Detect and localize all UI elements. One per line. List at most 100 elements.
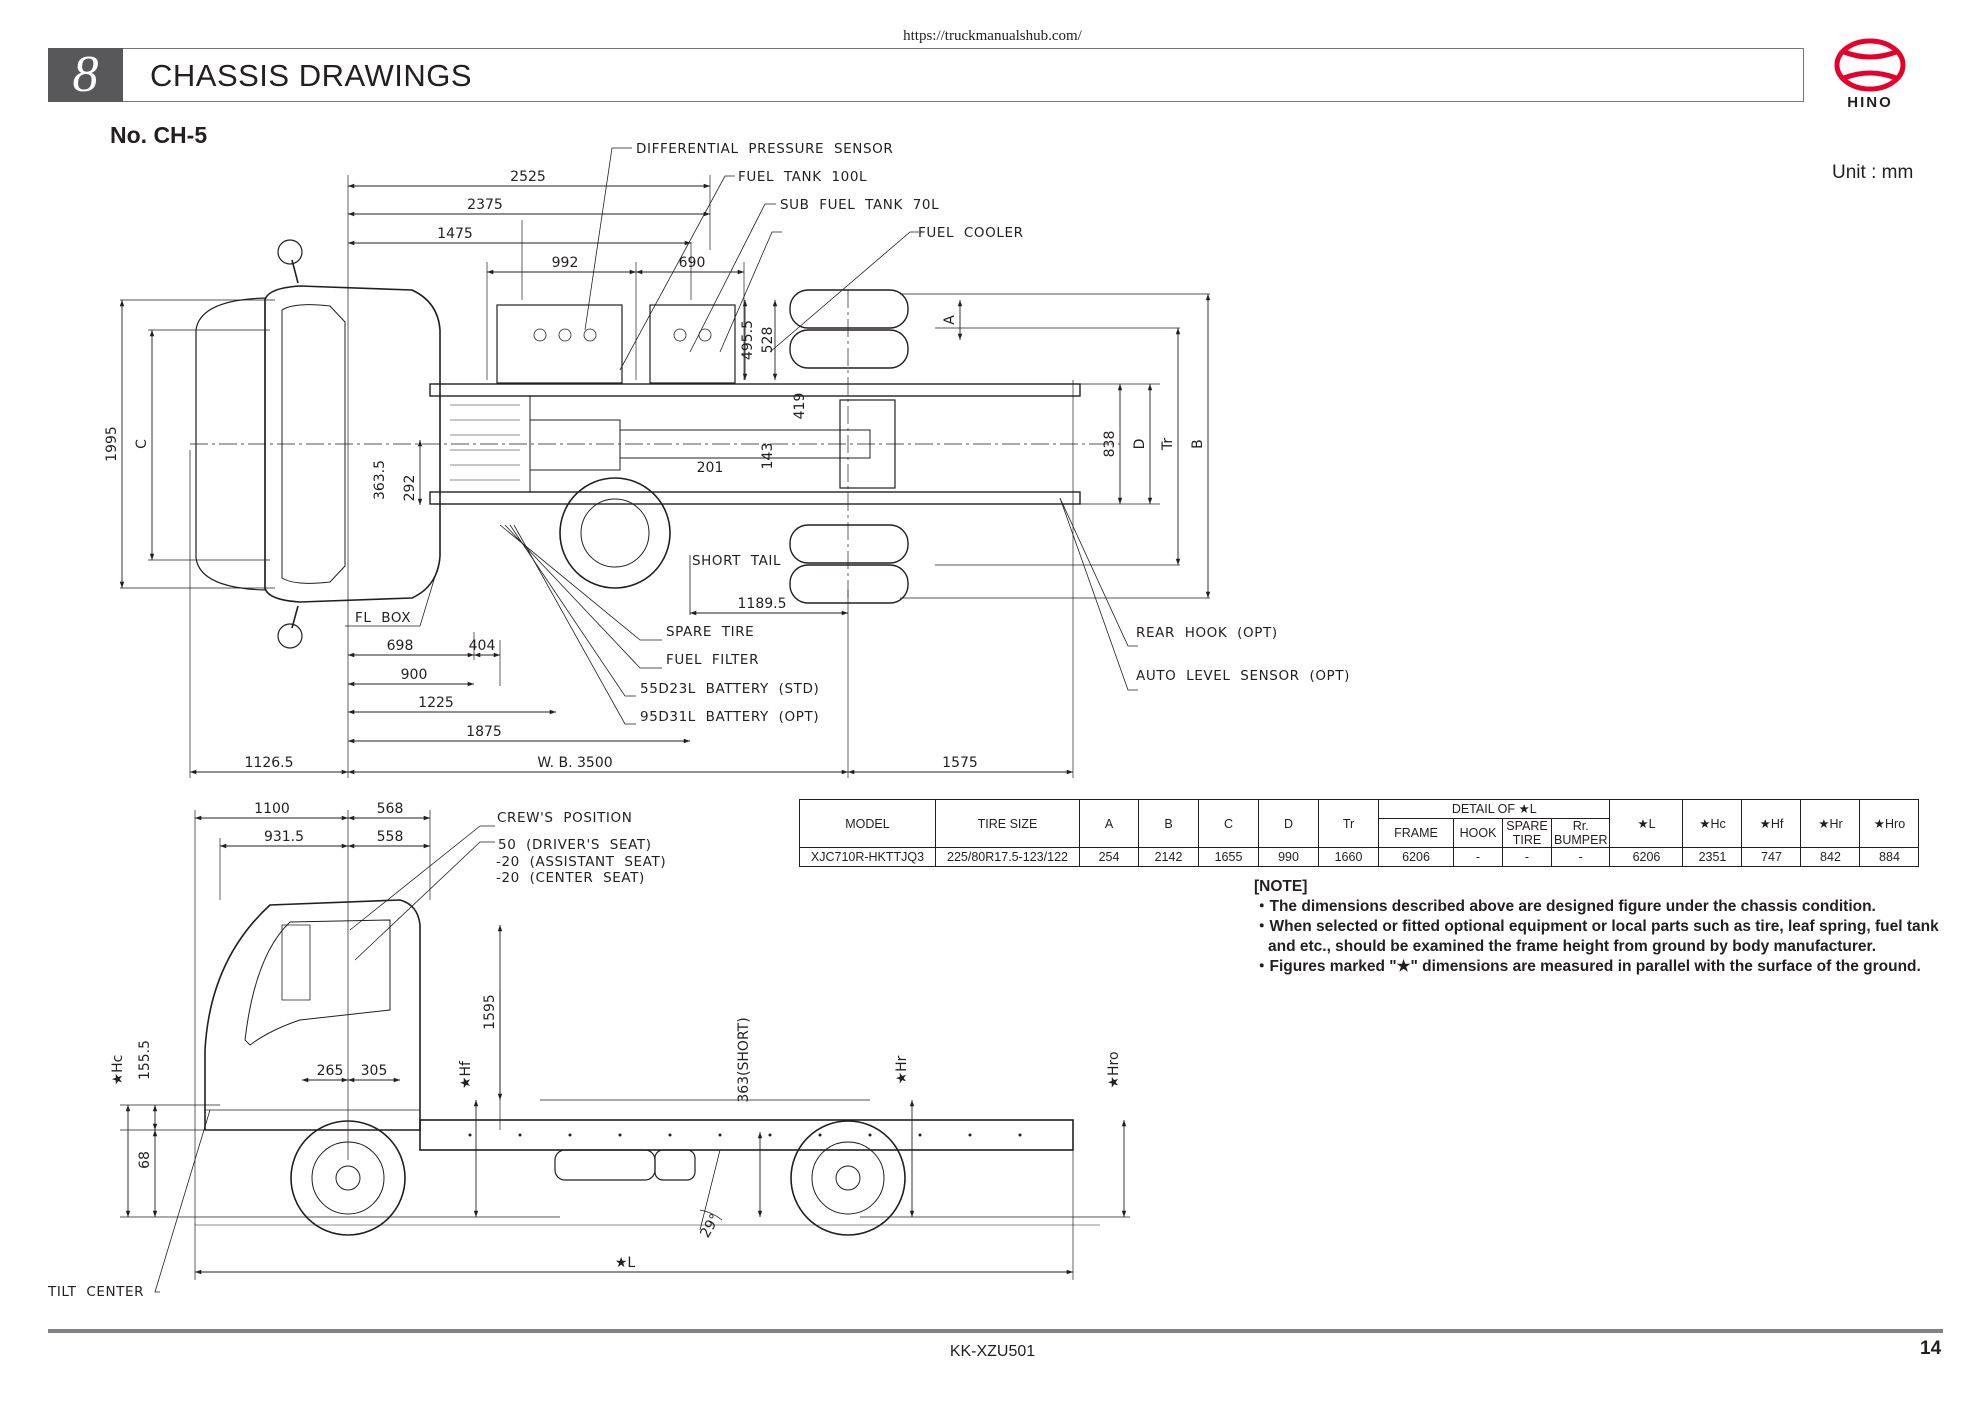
cell-l: 6206 xyxy=(1609,847,1684,867)
dim-568: 568 xyxy=(377,801,404,817)
th-spare-tire: SPARE TIRE xyxy=(1502,818,1552,848)
logo-text: HINO xyxy=(1847,94,1893,110)
dim-495-5: 495.5 xyxy=(740,320,756,360)
dim-Hr: ★Hr xyxy=(894,1055,910,1084)
th-l: ★L xyxy=(1609,799,1684,848)
callout-spare-tire: SPARE TIRE xyxy=(666,624,754,640)
cell-d: 990 xyxy=(1258,847,1319,867)
dim-143: 143 xyxy=(760,443,776,470)
dim-1126-5: 1126.5 xyxy=(245,755,294,771)
cell-model: XJC710R-HKTTJQ3 xyxy=(799,847,936,867)
dim-Tr: Tr xyxy=(1160,438,1176,451)
th-frame: FRAME xyxy=(1378,818,1454,848)
footer-rule xyxy=(48,1329,1943,1333)
dim-900: 900 xyxy=(401,667,428,683)
dim-528: 528 xyxy=(760,327,776,354)
dim-558: 558 xyxy=(377,829,404,845)
dim-305: 305 xyxy=(361,1063,388,1079)
dim-363-short: 363(SHORT) xyxy=(736,1017,752,1102)
callout-fuel-filter: FUEL FILTER xyxy=(666,652,759,668)
callout-battery-std: 55D23L BATTERY (STD) xyxy=(640,681,819,697)
plan-view xyxy=(119,147,1211,778)
drawing-number: No. CH-5 xyxy=(110,122,208,148)
dim-Hro: ★Hro xyxy=(1106,1051,1122,1088)
dim-2375: 2375 xyxy=(467,197,503,213)
dim-C: C xyxy=(134,439,150,449)
cell-a: 254 xyxy=(1079,847,1139,867)
dim-1475: 1475 xyxy=(437,226,473,242)
callout-tilt-center: TILT CENTER xyxy=(47,1284,144,1300)
callout-fuel-tank: FUEL TANK 100L xyxy=(738,169,867,185)
th-hook: HOOK xyxy=(1453,818,1503,848)
cell-hc: 2351 xyxy=(1682,847,1743,867)
dim-Hf: ★Hf xyxy=(458,1060,474,1089)
callout-diff-pressure-sensor: DIFFERENTIAL PRESSURE SENSOR xyxy=(636,141,893,157)
dim-2525: 2525 xyxy=(510,169,546,185)
dim-698: 698 xyxy=(387,638,414,654)
dim-838: 838 xyxy=(1102,431,1118,458)
dim-L: ★L xyxy=(615,1255,636,1271)
th-tire-size: TIRE SIZE xyxy=(935,799,1080,848)
dim-690: 690 xyxy=(679,255,706,271)
dim-Hc: ★Hc xyxy=(110,1055,126,1086)
chapter-title: CHASSIS DRAWINGS xyxy=(150,58,473,93)
dim-155-5: 155.5 xyxy=(137,1040,153,1080)
spec-table: MODEL TIRE SIZE A B C D Tr DETAIL OF ★L … xyxy=(799,799,1920,867)
dim-A: A xyxy=(942,315,958,325)
table-row: XJC710R-HKTTJQ3 225/80R17.5-123/122 254 … xyxy=(799,847,1920,867)
chapter-number: 8 xyxy=(48,48,123,102)
table-subheader-row: FRAME HOOK SPARE TIRE Rr. BUMPER xyxy=(800,818,1919,848)
dim-404: 404 xyxy=(469,638,496,654)
cell-tr: 1660 xyxy=(1318,847,1379,867)
dim-292: 292 xyxy=(402,475,418,502)
unit-label: Unit : mm xyxy=(1832,162,1914,183)
callout-crews-position: CREW'S POSITION xyxy=(497,810,632,826)
th-hc: ★Hc xyxy=(1682,799,1743,848)
cell-frame: 6206 xyxy=(1378,847,1454,867)
dim-1595: 1595 xyxy=(482,994,498,1030)
cell-hr: 842 xyxy=(1800,847,1861,867)
callout-center-seat: -20 (CENTER SEAT) xyxy=(496,870,645,886)
dim-wheelbase: W. B. 3500 xyxy=(537,755,612,771)
th-hf: ★Hf xyxy=(1741,799,1802,848)
note-item: ・Figures marked "★" dimensions are measu… xyxy=(1254,958,1921,975)
dim-363-5: 363.5 xyxy=(372,460,388,500)
th-model: MODEL xyxy=(799,799,936,848)
cell-tire: 225/80R17.5-123/122 xyxy=(935,847,1080,867)
dim-1575: 1575 xyxy=(942,755,978,771)
source-url[interactable]: https://truckmanualshub.com/ xyxy=(903,28,1082,44)
note-title: [NOTE] xyxy=(1254,878,1308,895)
th-d: D xyxy=(1258,799,1319,848)
callout-rear-hook: REAR HOOK (OPT) xyxy=(1136,625,1278,641)
cell-b: 2142 xyxy=(1138,847,1199,867)
callout-battery-opt: 95D31L BATTERY (OPT) xyxy=(640,709,819,725)
cell-rr: - xyxy=(1550,847,1611,867)
th-c: C xyxy=(1198,799,1259,848)
side-view xyxy=(120,810,1130,1293)
cell-hook: - xyxy=(1453,847,1503,867)
page-number: 14 xyxy=(1920,1338,1942,1359)
th-detail-l: DETAIL OF ★L xyxy=(1377,799,1611,819)
dim-1100: 1100 xyxy=(254,801,290,817)
dim-1225: 1225 xyxy=(418,695,454,711)
callout-sub-fuel-tank: SUB FUEL TANK 70L xyxy=(780,197,939,213)
dim-265: 265 xyxy=(317,1063,344,1079)
dim-1189-5: 1189.5 xyxy=(738,596,787,612)
th-tr: Tr xyxy=(1318,799,1379,848)
dim-68: 68 xyxy=(137,1151,153,1169)
dim-419: 419 xyxy=(792,393,808,420)
callout-short-tail: SHORT TAIL xyxy=(692,553,781,569)
cell-hf: 747 xyxy=(1741,847,1802,867)
dim-B: B xyxy=(1190,439,1206,449)
th-b: B xyxy=(1138,799,1199,848)
dim-201: 201 xyxy=(697,460,724,476)
callout-drivers-seat: 50 (DRIVER'S SEAT) xyxy=(498,837,652,853)
th-rr-bumper: Rr. BUMPER xyxy=(1550,818,1611,848)
side-labels: CREW'S POSITION 50 (DRIVER'S SEAT) -20 (… xyxy=(47,801,1122,1300)
cell-hro: 884 xyxy=(1859,847,1920,867)
plan-labels: DIFFERENTIAL PRESSURE SENSOR FUEL TANK 1… xyxy=(104,141,1349,771)
note-item: ・When selected or fitted optional equipm… xyxy=(1254,918,1939,955)
dim-931-5: 931.5 xyxy=(264,829,304,845)
model-code: KK-XZU501 xyxy=(949,1343,1036,1360)
